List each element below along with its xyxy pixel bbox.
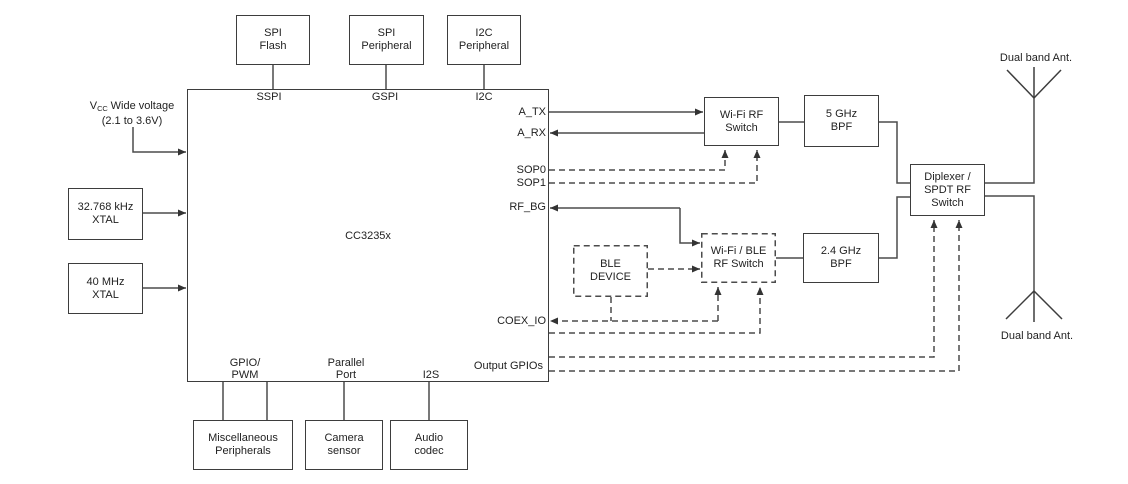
pin-label-a-rx: A_RX bbox=[517, 127, 546, 139]
pin-label-gpio-pwm: GPIO/ PWM bbox=[229, 357, 261, 381]
block-label: Audio codec bbox=[414, 432, 444, 457]
block-ble-device: BLE DEVICE bbox=[573, 245, 648, 297]
vcc-label-line1: VCC Wide voltage bbox=[89, 100, 175, 113]
block-label: Wi-Fi / BLE RF Switch bbox=[710, 245, 767, 270]
pin-label-i2c: I2C bbox=[475, 91, 493, 103]
sop0-line bbox=[549, 150, 729, 171]
dual-band-antenna-top-icon bbox=[1006, 67, 1062, 99]
block-cc3235x-chip bbox=[187, 89, 549, 382]
pin-label-rf-bg: RF_BG bbox=[509, 201, 546, 213]
block-camera-sensor: Camera sensor bbox=[305, 420, 383, 470]
block-miscellaneous-peripherals: Miscellaneous Peripherals bbox=[193, 420, 293, 470]
block-label: Miscellaneous Peripherals bbox=[208, 432, 278, 457]
block-wifi-rf-switch: Wi-Fi RF Switch bbox=[704, 97, 779, 146]
24ghz-bpf-to-diplexer-line bbox=[879, 196, 910, 259]
pin-label-i2s: I2S bbox=[422, 369, 440, 381]
pin-label-sspi: SSPI bbox=[256, 91, 282, 103]
block-label: Camera sensor bbox=[324, 432, 364, 457]
vcc-to-chip-line bbox=[132, 127, 186, 156]
block-label: SPI Flash bbox=[259, 27, 287, 52]
antenna-top-label: Dual band Ant. bbox=[999, 52, 1073, 64]
pin-label-a-tx: A_TX bbox=[518, 106, 546, 118]
block-label: Diplexer / SPDT RF Switch bbox=[924, 170, 971, 209]
block-label: BLE DEVICE bbox=[590, 258, 631, 283]
block-label: SPI Peripheral bbox=[361, 27, 412, 52]
diplexer-to-antenna-bottom-line bbox=[985, 195, 1035, 291]
antenna-bottom-label: Dual band Ant. bbox=[1000, 330, 1074, 342]
sop1-line bbox=[549, 150, 761, 184]
block-diplexer-spdt-rf-switch: Diplexer / SPDT RF Switch bbox=[910, 164, 985, 216]
vcc-label-line2: (2.1 to 3.6V) bbox=[101, 115, 163, 127]
pin-label-parallel-port: Parallel Port bbox=[327, 357, 365, 381]
dual-band-antenna-bottom-icon bbox=[1005, 290, 1063, 322]
diplexer-to-antenna-top-line bbox=[985, 98, 1035, 184]
block-label: 40 MHz XTAL bbox=[86, 275, 125, 301]
block-label: I2C Peripheral bbox=[458, 27, 510, 52]
block-spi-flash: SPI Flash bbox=[236, 15, 310, 65]
block-spi-peripheral: SPI Peripheral bbox=[349, 15, 424, 65]
block-label: 32.768 kHz XTAL bbox=[77, 201, 134, 226]
chip-label: CC3235x bbox=[345, 230, 391, 242]
pin-label-gspi: GSPI bbox=[371, 91, 399, 103]
pin-label-sop0: SOP0 bbox=[516, 164, 546, 176]
vcc-label: VCC Wide voltage (2.1 to 3.6V) bbox=[61, 100, 203, 127]
block-label: Wi-Fi RF Switch bbox=[719, 108, 764, 134]
block-24ghz-bpf: 2.4 GHz BPF bbox=[803, 233, 879, 283]
block-audio-codec: Audio codec bbox=[390, 420, 468, 470]
pin-label-coex-io: COEX_IO bbox=[497, 315, 546, 327]
block-5ghz-bpf: 5 GHz BPF bbox=[804, 95, 879, 147]
block-wifi-ble-rf-switch: Wi-Fi / BLE RF Switch bbox=[701, 233, 776, 283]
block-label: 2.4 GHz BPF bbox=[820, 245, 862, 270]
rf-bg-to-wifi-ble-switch-line bbox=[679, 208, 700, 247]
block-i2c-peripheral: I2C Peripheral bbox=[447, 15, 521, 65]
pin-label-sop1: SOP1 bbox=[516, 177, 546, 189]
block-40mhz-xtal: 40 MHz XTAL bbox=[68, 263, 143, 314]
pin-label-output-gpios: Output GPIOs bbox=[473, 360, 543, 372]
block-32768khz-xtal: 32.768 kHz XTAL bbox=[68, 188, 143, 240]
block-label: 5 GHz BPF bbox=[825, 108, 858, 133]
5ghz-bpf-to-diplexer-line bbox=[879, 121, 910, 184]
